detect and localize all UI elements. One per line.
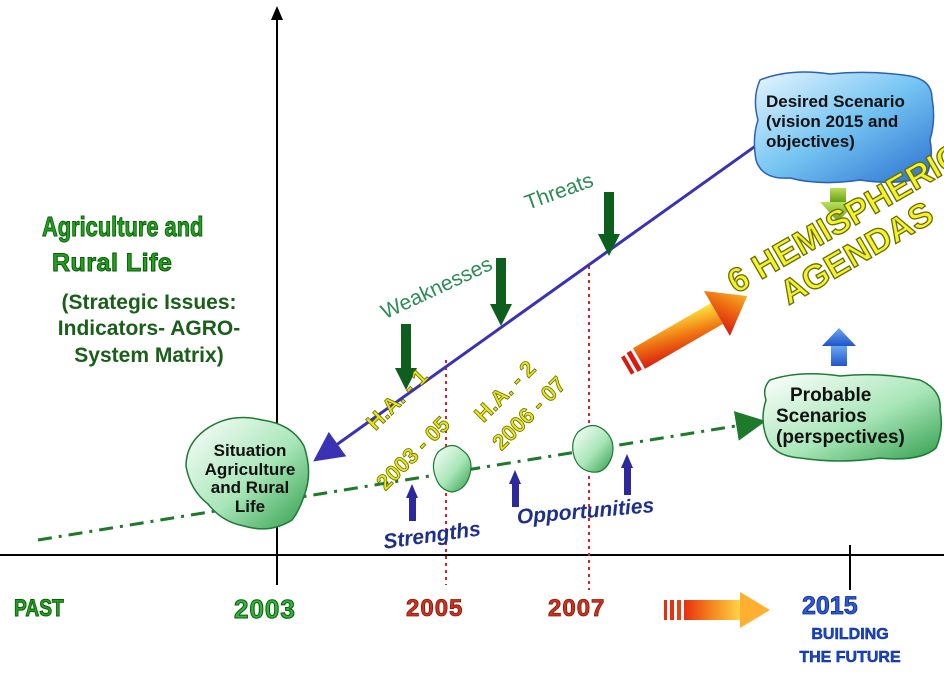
year-2007-label: 2007 bbox=[548, 595, 606, 622]
opportunity-arrow-1 bbox=[509, 470, 521, 507]
strength-arrow bbox=[406, 484, 418, 521]
small-blob-2007 bbox=[572, 424, 614, 473]
strategic-line-2: Indicators- AGRO- bbox=[57, 317, 241, 341]
situation-blob bbox=[185, 416, 310, 530]
small-blob-2005 bbox=[432, 444, 472, 493]
situation-line-2: Agriculture bbox=[204, 459, 296, 479]
probable-line-1: Probable bbox=[790, 385, 872, 406]
vertical-axis-arrowhead bbox=[271, 6, 283, 20]
strategic-line-1: (Strategic Issues: bbox=[61, 291, 237, 314]
strategic-issues: (Strategic Issues: Indicators- AGRO- Sys… bbox=[34, 290, 264, 369]
probable-scenario-label: Probable Scenarios (perspectives) bbox=[776, 385, 905, 449]
year-2015-label: 2015 bbox=[802, 592, 858, 620]
lime-down-arrow bbox=[820, 188, 856, 222]
building-future-label: BUILDING THE FUTURE bbox=[780, 626, 920, 667]
weakness-arrow-1 bbox=[395, 324, 417, 390]
building-future-arrow bbox=[664, 592, 770, 628]
probable-scenario-blob bbox=[762, 373, 943, 462]
title-line-2: Rural Life bbox=[51, 249, 173, 277]
threat-arrow bbox=[598, 192, 620, 256]
desired-line-1: Desired Scenario bbox=[766, 92, 905, 111]
desired-scenario-label: Desired Scenario (vision 2015 and object… bbox=[766, 92, 905, 152]
big-gradient-arrow bbox=[621, 290, 748, 375]
title-line-1: Agriculture and bbox=[42, 211, 204, 242]
year-2005-label: 2005 bbox=[406, 595, 464, 622]
building-line-1: BUILDING bbox=[811, 626, 889, 643]
situation-line-1: Situation bbox=[213, 441, 287, 460]
year-2003-label: 2003 bbox=[234, 594, 296, 624]
building-line-2: THE FUTURE bbox=[799, 648, 901, 666]
desired-trend-line bbox=[313, 128, 779, 462]
weakness-arrow-2 bbox=[490, 258, 512, 326]
opportunity-arrow-2 bbox=[621, 454, 633, 495]
probable-line-3: (perspectives) bbox=[776, 426, 905, 448]
strategic-line-3: System Matrix) bbox=[74, 343, 224, 367]
blue-up-arrow bbox=[822, 328, 856, 366]
situation-line-3: and Rural bbox=[210, 478, 290, 498]
situation-line-4: Life bbox=[234, 497, 266, 517]
past-label: PAST bbox=[14, 595, 65, 622]
probable-line-2: Scenarios bbox=[776, 405, 867, 427]
desired-scenario-blob bbox=[753, 71, 935, 184]
situation-label: Situation Agriculture and Rural Life bbox=[192, 441, 308, 517]
desired-line-3: objectives) bbox=[766, 132, 855, 152]
desired-line-2: (vision 2015 and bbox=[766, 112, 899, 132]
